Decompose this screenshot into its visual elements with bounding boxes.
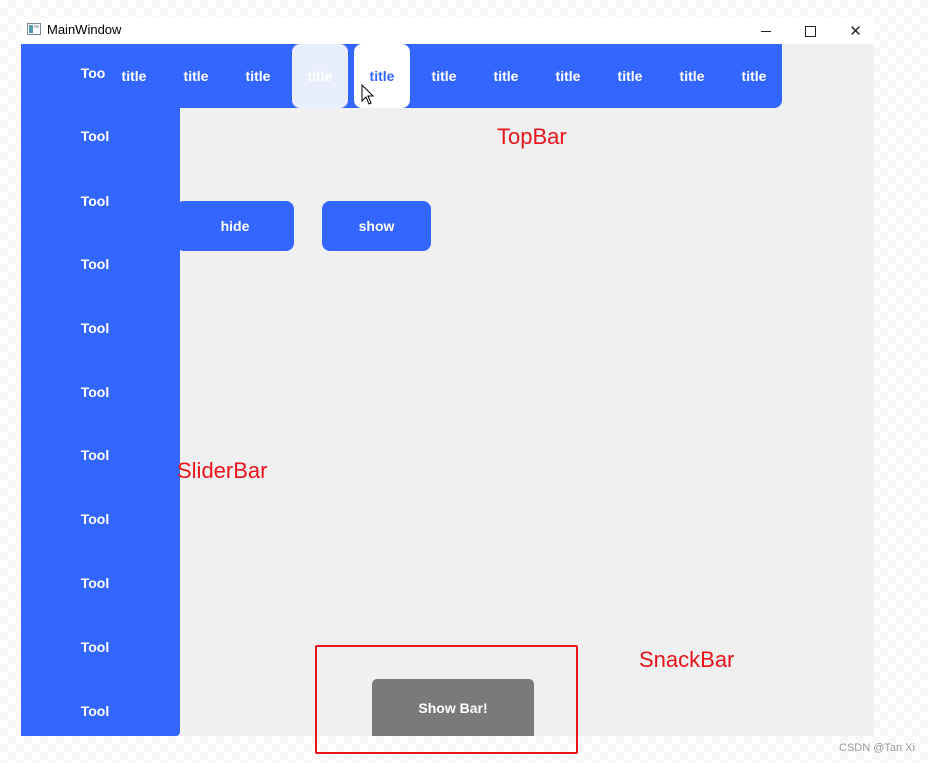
show-bar-button[interactable]: Show Bar! [372, 679, 534, 736]
topbar-tab[interactable]: title [478, 44, 534, 108]
sidebar-tool[interactable]: Tool [80, 575, 110, 591]
window-title: MainWindow [47, 22, 122, 37]
topbar-tab[interactable]: title [664, 44, 720, 108]
topbar-tab[interactable]: title [230, 44, 286, 108]
minimize-button[interactable] [743, 18, 788, 44]
topbar-tab[interactable]: title [540, 44, 596, 108]
snackbar-annotation: SnackBar [639, 647, 735, 672]
topbar-tab[interactable]: title [416, 44, 472, 108]
sidebar-tool[interactable]: Tool [80, 384, 110, 400]
close-button[interactable]: ✕ [833, 18, 878, 44]
watermark: CSDN @Tan Xi [839, 742, 915, 754]
sidebar-tool[interactable]: Tool [80, 256, 110, 272]
topbar-tab[interactable]: title [168, 44, 224, 108]
mouse-cursor-icon [361, 84, 375, 105]
sidebar-tool[interactable]: Tool [80, 320, 110, 336]
sidebar-tool[interactable]: Too [80, 65, 106, 81]
sidebar-tool[interactable]: Tool [80, 639, 110, 655]
sidebar-tool[interactable]: Tool [80, 447, 110, 463]
sliderbar-annotation: SliderBar [177, 458, 268, 483]
app-icon [27, 23, 41, 35]
snackbar-highlight-frame [315, 645, 578, 754]
sidebar-tool[interactable]: Tool [80, 193, 110, 209]
minimize-icon [760, 30, 771, 32]
main-window: MainWindow ✕ Too Tool Tool Tool Tool Too… [21, 18, 874, 736]
slider-bar: Too Tool Tool Tool Tool Tool Tool Tool T… [21, 44, 180, 736]
sidebar-tool[interactable]: Tool [80, 511, 110, 527]
topbar-tab[interactable]: title [726, 44, 782, 108]
show-button[interactable]: show [322, 201, 431, 251]
top-bar: title title title title title title titl… [21, 44, 874, 108]
topbar-tab[interactable]: title [292, 44, 348, 108]
sidebar-tool[interactable]: Tool [80, 128, 110, 144]
topbar-tab[interactable]: title [106, 44, 162, 108]
hide-button[interactable]: hide [176, 201, 294, 251]
topbar-tab[interactable]: title [602, 44, 658, 108]
close-icon: ✕ [849, 22, 862, 40]
sidebar-tool[interactable]: Tool [80, 703, 110, 719]
topbar-annotation: TopBar [497, 124, 567, 149]
maximize-button[interactable] [788, 18, 833, 44]
title-bar: MainWindow ✕ [21, 18, 874, 44]
maximize-icon [805, 25, 816, 37]
